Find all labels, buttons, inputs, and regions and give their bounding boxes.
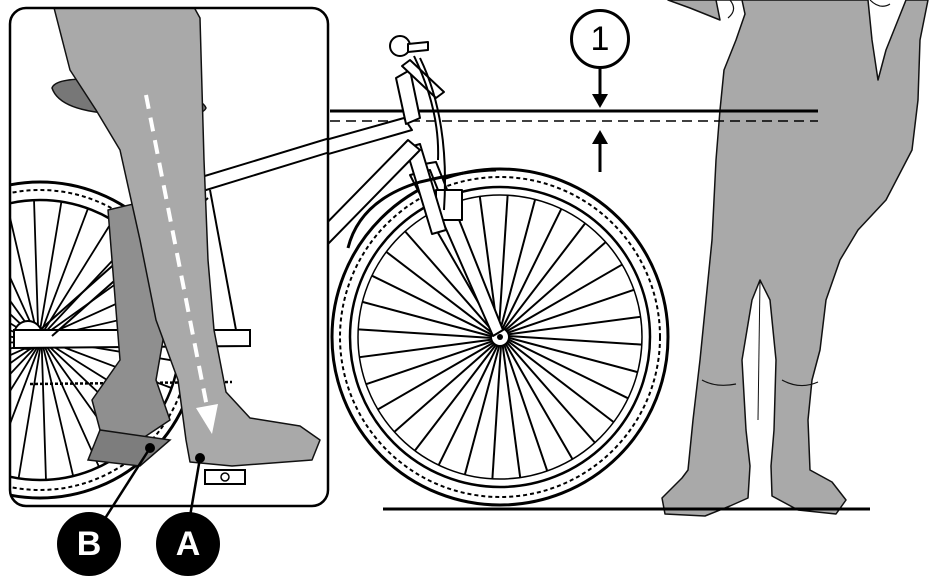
wheel-spoke — [503, 242, 605, 332]
rider-inset — [0, 0, 330, 506]
wheel-spoke — [394, 342, 496, 432]
front-fork — [406, 144, 503, 336]
marker-a: A — [156, 512, 220, 576]
clearance-arrows — [592, 66, 608, 172]
front-wheel — [332, 169, 668, 505]
marker-b: B — [57, 512, 121, 576]
wheel-spoke — [501, 209, 561, 331]
standing-person-silhouette — [662, 0, 928, 516]
callout-1: 1 — [570, 9, 630, 69]
wheel-spoke — [439, 343, 499, 465]
wheel-spoke — [506, 338, 628, 398]
wheel-spoke — [505, 340, 595, 442]
